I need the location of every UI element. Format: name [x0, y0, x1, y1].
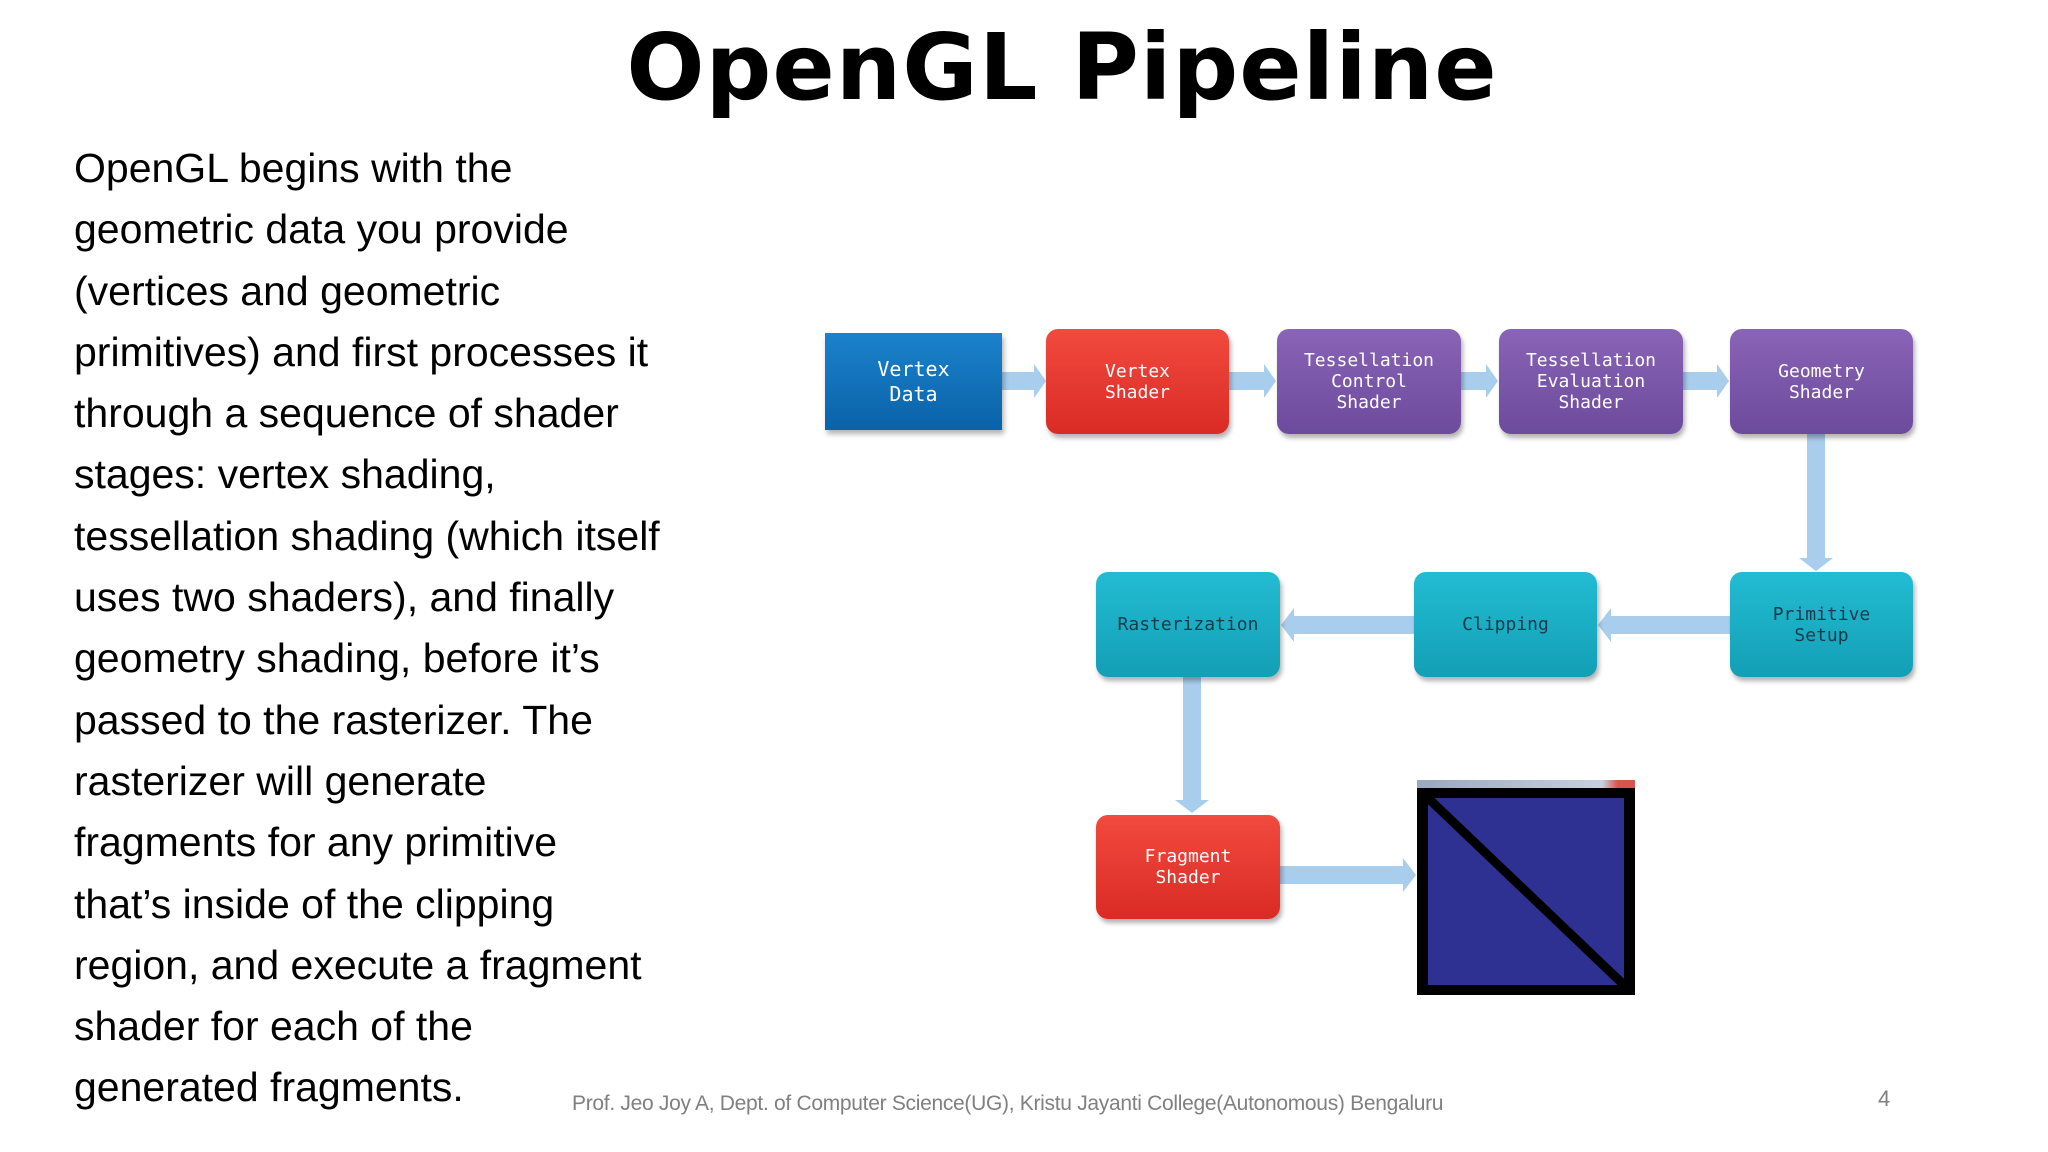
body-line: uses two shaders), and finally — [74, 574, 615, 621]
stage-vertex-shader: Vertex Shader — [1046, 329, 1229, 434]
body-line: generated fragments. — [74, 1064, 464, 1111]
arrowhead — [1281, 608, 1294, 642]
arrow-down — [1183, 677, 1201, 802]
body-line: that’s inside of the clipping — [74, 880, 555, 927]
body-line: fragments for any primitive — [74, 819, 558, 866]
body-line: region, and execute a fragment — [74, 941, 642, 988]
arrowhead — [1717, 364, 1729, 398]
body-line: shader for each of the — [74, 1003, 473, 1050]
arrowhead — [1403, 858, 1416, 892]
body-line: stages: vertex shading, — [74, 451, 496, 498]
arrowhead — [1598, 608, 1611, 642]
stage-primitive-setup: Primitive Setup — [1730, 572, 1913, 677]
body-line: OpenGL begins with the — [74, 145, 513, 191]
arrow-right — [1280, 866, 1404, 884]
body-line: tessellation shading (which itself — [74, 512, 660, 559]
window-titlebar — [1417, 780, 1635, 788]
arrow-down — [1807, 434, 1825, 560]
stage-fragment-shader: Fragment Shader — [1096, 815, 1280, 919]
footer-credit: Prof. Jeo Joy A, Dept. of Computer Scien… — [572, 1092, 1444, 1115]
arrow-right — [1683, 372, 1718, 390]
rendered-triangles-icon — [1424, 794, 1628, 989]
arrowhead — [1034, 364, 1046, 398]
arrowhead — [1175, 800, 1209, 813]
stage-clipping: Clipping — [1414, 572, 1597, 677]
page-number: 4 — [1878, 1086, 1891, 1111]
body-line: geometric data you provide — [74, 206, 569, 253]
stage-tessellation-control-shader: Tessellation Control Shader — [1277, 329, 1461, 434]
rendered-output-window — [1417, 780, 1635, 995]
body-line: geometry shading, before it’s — [74, 635, 600, 682]
body-line: through a sequence of shader — [74, 390, 619, 437]
body-line: passed to the rasterizer. The — [74, 696, 593, 743]
body-line: primitives) and first processes it — [74, 328, 649, 375]
stage-geometry-shader: Geometry Shader — [1730, 329, 1913, 434]
arrowhead — [1264, 364, 1276, 398]
arrow-left — [1294, 616, 1414, 634]
body-paragraph: OpenGL begins with the geometric data yo… — [74, 138, 660, 1119]
stage-vertex-data: Vertex Data — [825, 333, 1002, 430]
arrow-right — [1229, 372, 1265, 390]
slide-title: OpenGL Pipeline — [626, 14, 1498, 121]
body-line: rasterizer will generate — [74, 757, 487, 804]
body-line: (vertices and geometric — [74, 267, 501, 314]
arrow-right — [1461, 372, 1487, 390]
stage-tessellation-evaluation-shader: Tessellation Evaluation Shader — [1499, 329, 1683, 434]
arrowhead — [1799, 558, 1833, 571]
arrow-right — [1002, 372, 1036, 390]
arrowhead — [1486, 364, 1498, 398]
arrow-left — [1611, 616, 1730, 634]
stage-rasterization: Rasterization — [1096, 572, 1280, 677]
